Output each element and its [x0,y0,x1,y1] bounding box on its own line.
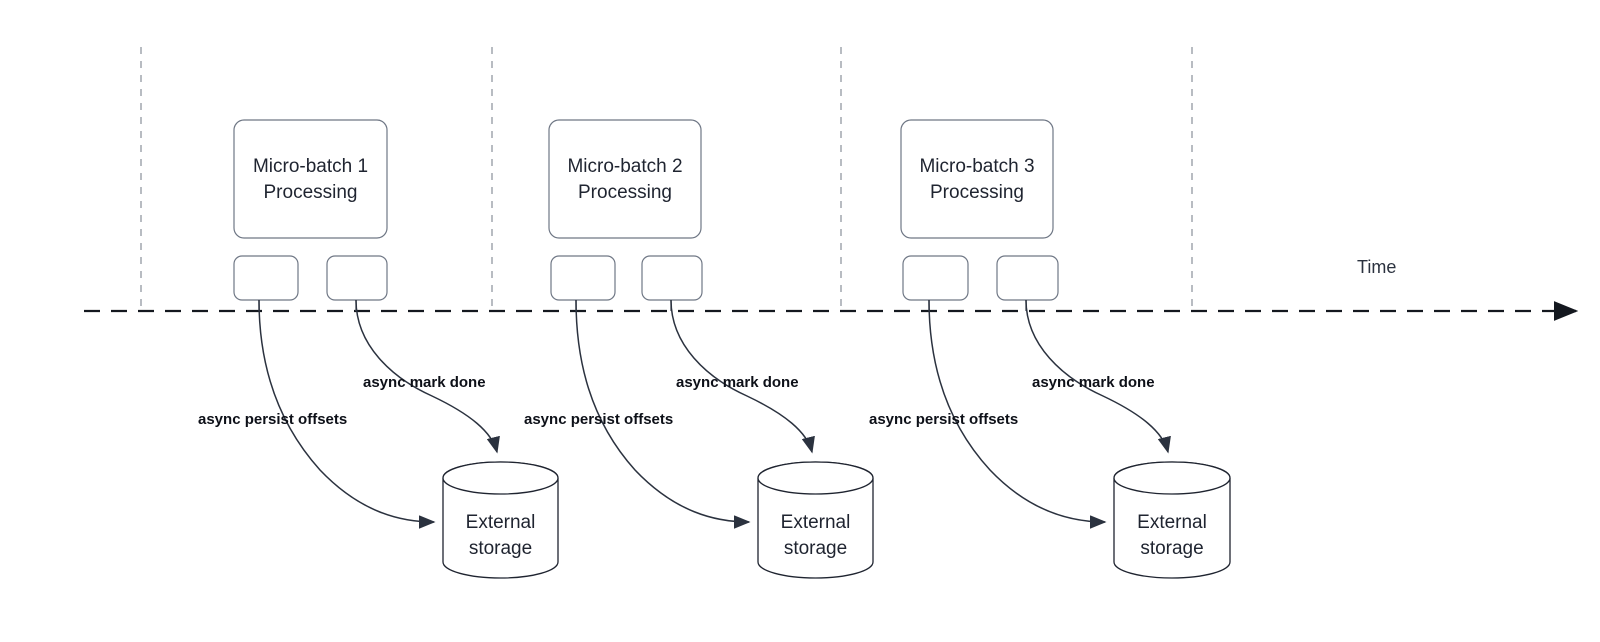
persist-offsets-2-edge [575,299,751,529]
mark-done-task-2-box[interactable] [641,255,703,301]
external-storage-1-label-line1: External [466,512,536,533]
time-axis-label: Time [1357,257,1396,277]
batch-1-processing-box[interactable] [233,119,388,239]
batch-3-title-line1: Micro-batch 3 [919,156,1034,177]
persist-task-3-box[interactable] [902,255,969,301]
batch-3-title-line2: Processing [930,182,1024,203]
mark-done-3-label: async mark done [1032,374,1155,391]
mark-done-2-edge [670,299,815,454]
external-storage-1-top-ellipse [442,461,559,495]
persist-task-2-box[interactable] [550,255,616,301]
persist-offsets-1-edge [258,299,436,529]
persist-offsets-3-edge [928,299,1107,529]
external-storage-2-label-line2: storage [784,538,847,559]
persist-offsets-1-label: async persist offsets [198,411,347,428]
batch-2-title-line1: Micro-batch 2 [567,156,682,177]
mark-done-task-3-box[interactable] [996,255,1059,301]
batch-2-processing-box[interactable] [548,119,702,239]
batch-1-title-line1: Micro-batch 1 [253,156,368,177]
mark-done-1-edge [355,299,500,454]
batch-2-group: Micro-batch 2 Processing async persist off… [524,119,874,579]
persist-task-1-box[interactable] [233,255,299,301]
external-storage-3-label-line2: storage [1140,538,1203,559]
external-storage-1-label-line2: storage [469,538,532,559]
mark-done-2-label: async mark done [676,374,799,391]
batch-3-processing-box[interactable] [900,119,1054,239]
external-storage-2-label-line1: External [781,512,851,533]
batches-group: Micro-batch 1 Processing async persist off… [198,119,1231,579]
external-storage-3-top-ellipse [1113,461,1231,495]
mark-done-1-label: async mark done [363,374,486,391]
external-storage-2-top-ellipse [757,461,874,495]
batch-1-group: Micro-batch 1 Processing async persist off… [198,119,559,579]
batch-3-group: Micro-batch 3 Processing async persist off… [869,119,1231,579]
persist-offsets-3-label: async persist offsets [869,411,1018,428]
mark-done-task-1-box[interactable] [326,255,388,301]
mark-done-3-edge [1025,299,1171,454]
persist-offsets-2-label: async persist offsets [524,411,673,428]
batch-1-title-line2: Processing [264,182,358,203]
external-storage-3-label-line1: External [1137,512,1207,533]
timeline-tick-group [140,47,1193,311]
batch-2-title-line2: Processing [578,182,672,203]
